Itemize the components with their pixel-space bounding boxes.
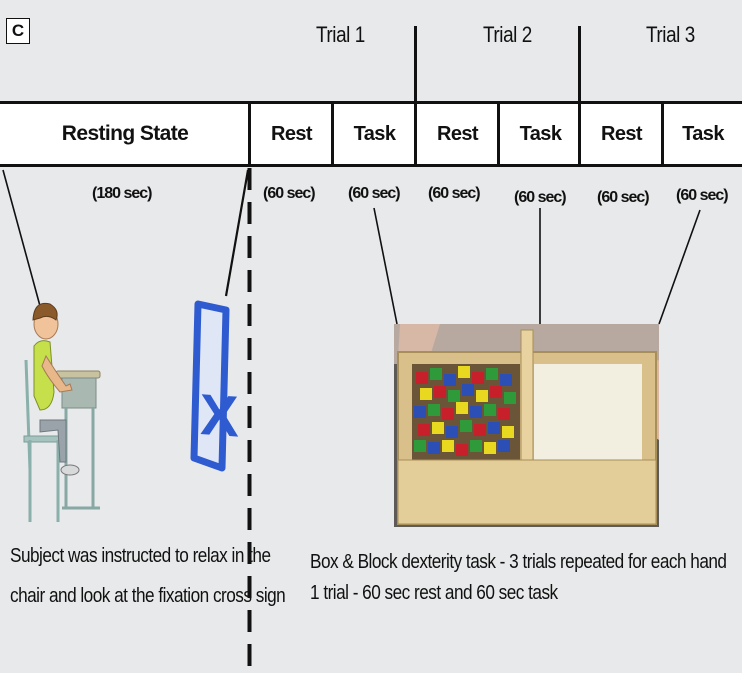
duration-trial3-rest: (60 sec) [597,189,650,206]
segment-trial1-task: Task [331,104,415,164]
duration-resting-state: (180 sec) [92,185,152,202]
leader-line-right [224,169,250,297]
duration-trial2-task: (60 sec) [514,189,567,206]
trial-1-header: Trial 1 [316,22,365,47]
segment-resting-state: Resting State [61,122,189,145]
segment-trial3-rest: Rest [578,104,662,164]
timeline-band: Resting State Rest Task Rest Task Rest T… [0,101,742,167]
box-and-block-photo [394,324,659,527]
segment-trial2-rest: Rest [414,104,498,164]
duration-trial3-task: (60 sec) [676,187,729,204]
leader-line-task1 [373,207,398,325]
trial-divider-2-3 [578,26,581,102]
trial-divider-1-2 [414,26,417,102]
duration-trial1-task: (60 sec) [348,185,401,202]
fixation-cross-sign: X [190,300,239,472]
trial-3-header: Trial 3 [646,22,695,47]
segment-trial1-rest: Rest [248,104,332,164]
task-caption-line1: Box & Block dexterity task - 3 trials re… [310,551,727,573]
panel-label: C [6,18,30,44]
segment-trial3-task: Task [661,104,742,164]
leader-line-left [2,169,41,307]
resting-caption-line1: Subject was instructed to relax in the [10,545,271,567]
duration-trial1-rest: (60 sec) [263,185,316,202]
segment-trial2-task: Task [497,104,581,164]
leader-line-task3 [658,209,701,325]
seated-subject-illustration [23,302,101,522]
fixation-x-glyph: X [200,382,239,450]
trial-2-header: Trial 2 [483,22,532,47]
task-caption-line2: 1 trial - 60 sec rest and 60 sec task [310,582,558,604]
resting-caption-line2: chair and look at the fixation cross sig… [10,585,286,607]
duration-trial2-rest: (60 sec) [428,185,481,202]
